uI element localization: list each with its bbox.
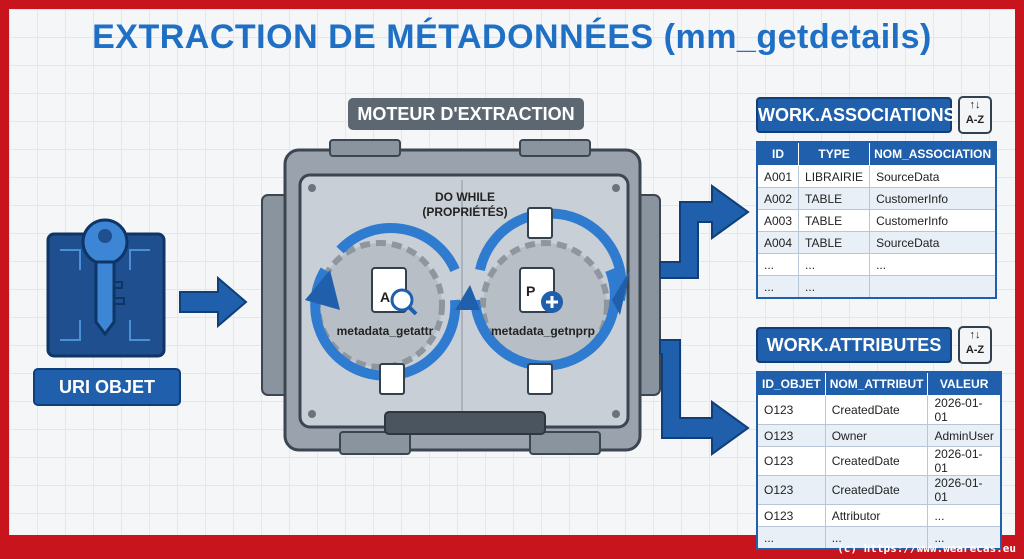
loop-arrows [310, 208, 627, 381]
table-cell: ... [798, 275, 871, 299]
table-cell: SourceData [869, 231, 997, 254]
table-cell: O123 [756, 446, 826, 476]
table-cell: ... [756, 526, 826, 550]
table-cell: CreatedDate [824, 475, 929, 505]
table-cell: A001 [756, 165, 800, 188]
uri-label: URI OBJET [33, 368, 181, 406]
document-icon [379, 207, 553, 395]
table-row: ......... [756, 526, 1002, 550]
key-icon [46, 218, 166, 358]
table-cell: Attributor [824, 504, 929, 527]
column-header: ID [756, 141, 800, 166]
table-cell: TABLE [798, 231, 871, 254]
table-row: ......... [756, 253, 997, 276]
engine-label: MOTEUR D'EXTRACTION [348, 98, 584, 130]
column-header: NOM_ASSOCIATION [869, 141, 997, 166]
table-cell: 2026-01-01 [927, 446, 1002, 476]
table-cell [869, 275, 997, 299]
column-header: NOM_ATTRIBUT [824, 371, 929, 396]
document-plus-icon: P [519, 267, 563, 313]
table-cell: O123 [756, 504, 826, 527]
table-cell: AdminUser [927, 424, 1002, 447]
loop-label: DO WHILE (PROPRIÉTÉS) [420, 190, 510, 220]
table-cell: SourceData [869, 165, 997, 188]
associations-label: WORK.ASSOCIATIONS [756, 97, 956, 133]
table-cell: Owner [824, 424, 929, 447]
table-row: ...... [756, 275, 997, 299]
table-cell: CustomerInfo [869, 209, 997, 232]
table-cell: O123 [756, 395, 826, 425]
svg-text:A: A [380, 289, 390, 305]
table-cell: A003 [756, 209, 800, 232]
table-cell: ... [927, 526, 1002, 550]
table-cell: A004 [756, 231, 800, 254]
column-header: TYPE [798, 141, 871, 166]
input-arrow [179, 275, 248, 329]
attributes-label: WORK.ATTRIBUTES [756, 327, 952, 363]
table-cell: ... [756, 253, 800, 276]
column-header: VALEUR [927, 371, 1002, 396]
column-header: ID_OBJET [756, 371, 826, 396]
table-cell: O123 [756, 424, 826, 447]
table-cell: CreatedDate [824, 395, 929, 425]
loop-label-line2: (PROPRIÉTÉS) [422, 205, 508, 219]
sort-az-icon[interactable]: ↑↓ A-Z [958, 96, 992, 134]
output-arrow-associations [659, 184, 750, 279]
table-cell: TABLE [798, 187, 871, 210]
table-cell: 2026-01-01 [927, 475, 1002, 505]
table-cell: LIBRAIRIE [798, 165, 871, 188]
svg-text:P: P [526, 283, 535, 299]
table-cell: ... [798, 253, 871, 276]
sort-az-icon[interactable]: ↑↓ A-Z [958, 326, 992, 364]
table-cell: CreatedDate [824, 446, 929, 476]
loop-label-line1: DO WHILE [435, 190, 495, 204]
footer-copyright: (c) https://www.wearecas.eu [837, 542, 1016, 555]
table-cell: ... [756, 275, 800, 299]
document-search-icon: A [371, 267, 418, 316]
table-cell: A002 [756, 187, 800, 210]
table-cell: ... [824, 526, 929, 550]
table-cell: 2026-01-01 [927, 395, 1002, 425]
table-cell: O123 [756, 475, 826, 505]
left-process-label: metadata_getattr [336, 324, 434, 338]
page-title: EXTRACTION DE MÉTADONNÉES (mm_getdetails… [92, 18, 932, 56]
right-process-label: metadata_getnprp [490, 324, 596, 338]
table-cell: ... [869, 253, 997, 276]
table-cell: CustomerInfo [869, 187, 997, 210]
output-arrow-attributes [659, 339, 750, 456]
table-cell: TABLE [798, 209, 871, 232]
table-cell: ... [927, 504, 1002, 527]
